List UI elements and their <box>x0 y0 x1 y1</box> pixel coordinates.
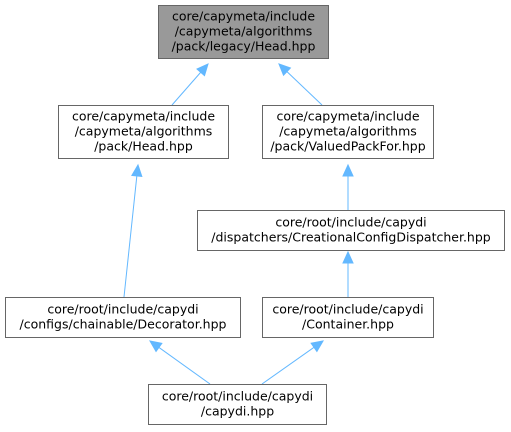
node-label-line: /dispatchers/CreationalConfigDispatcher.… <box>211 230 491 245</box>
edge-arrowhead <box>278 63 292 77</box>
nodes-layer: core/capymeta/include/capymeta/algorithm… <box>5 5 505 425</box>
node-box <box>148 384 327 425</box>
edge-line <box>171 71 202 106</box>
node-box <box>58 105 229 159</box>
node-box <box>197 210 505 251</box>
node-label-line: /capymeta/algorithms <box>175 24 313 39</box>
node-legacy-head: core/capymeta/include/capymeta/algorithm… <box>158 5 329 59</box>
node-creational-config-dispatcher[interactable]: core/root/include/capydi/dispatchers/Cre… <box>197 210 505 251</box>
node-label-line: /Container.hpp <box>302 317 394 332</box>
node-label-line: /pack/Head.hpp <box>94 139 193 154</box>
edge-line <box>261 346 315 385</box>
edge-container-to-creational-config-dispatcher <box>342 250 354 297</box>
node-label-line: /capymeta/algorithms <box>75 124 213 139</box>
edge-capydi-to-decorator <box>149 340 211 385</box>
node-label-line: core/capymeta/include <box>276 109 419 124</box>
edge-arrowhead <box>149 340 163 353</box>
node-label-line: /pack/ValuedPackFor.hpp <box>270 139 425 154</box>
node-label-line: core/capymeta/include <box>72 109 215 124</box>
node-label-line: core/root/include/capydi <box>162 389 313 404</box>
node-box <box>5 297 241 338</box>
edge-arrowhead <box>196 63 209 77</box>
edge-capydi-to-container <box>261 340 324 385</box>
edge-arrowhead <box>342 250 354 264</box>
node-label-line: core/root/include/capydi <box>275 215 426 230</box>
node-valued-pack-for[interactable]: core/capymeta/include/capymeta/algorithm… <box>262 105 434 159</box>
edge-arrowhead <box>131 163 143 178</box>
node-box <box>262 105 434 159</box>
node-label-line: /pack/legacy/Head.hpp <box>172 39 316 54</box>
node-label-line: /configs/chainable/Decorator.hpp <box>20 317 227 332</box>
node-box <box>262 297 434 338</box>
node-label-line: core/capymeta/include <box>172 9 315 24</box>
node-box <box>158 5 329 59</box>
edge-line <box>123 175 138 298</box>
node-label-line: core/root/include/capydi <box>272 302 423 317</box>
edge-valued-pack-for-to-legacy-head <box>278 63 323 106</box>
edge-arrowhead <box>310 340 324 353</box>
edges-layer <box>123 63 354 385</box>
edge-line <box>286 71 323 106</box>
node-decorator[interactable]: core/root/include/capydi/configs/chainab… <box>5 297 241 338</box>
edge-line <box>158 347 211 385</box>
node-label-line: core/root/include/capydi <box>47 302 198 317</box>
node-container[interactable]: core/root/include/capydi/Container.hpp <box>262 297 434 338</box>
node-label-line: /capymeta/algorithms <box>279 124 417 139</box>
edge-pack-head-to-legacy-head <box>171 63 209 106</box>
node-label-line: /capydi.hpp <box>201 404 274 419</box>
edge-arrowhead <box>342 163 354 177</box>
node-capydi[interactable]: core/root/include/capydi/capydi.hpp <box>148 384 327 425</box>
edge-creational-config-dispatcher-to-valued-pack-for <box>342 163 354 210</box>
edge-decorator-to-pack-head <box>123 163 143 298</box>
node-pack-head[interactable]: core/capymeta/include/capymeta/algorithm… <box>58 105 229 159</box>
